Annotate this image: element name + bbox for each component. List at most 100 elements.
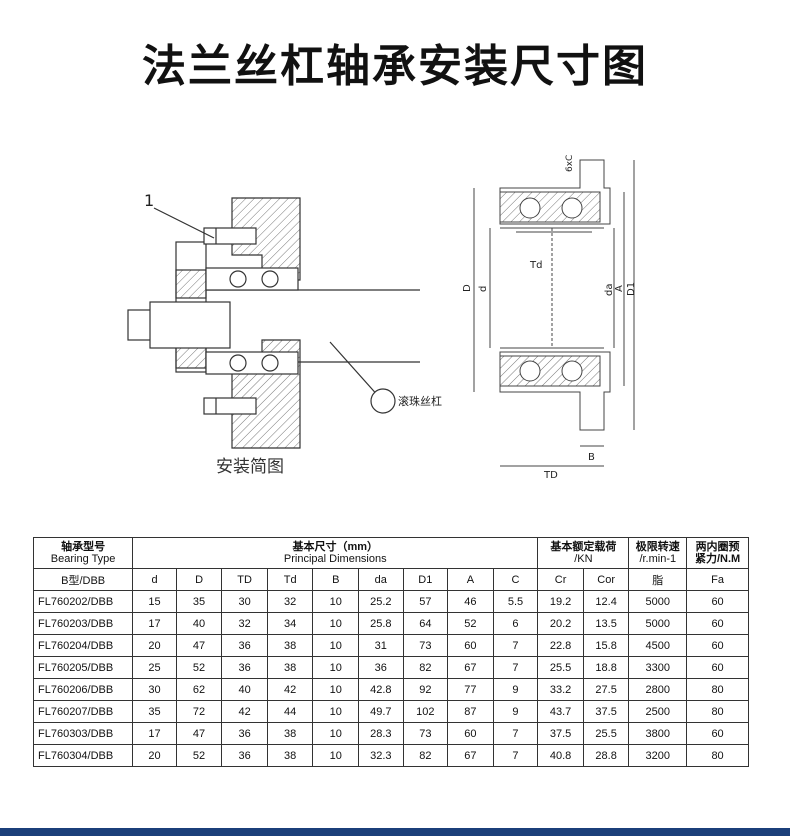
subheader-cell: C xyxy=(492,568,539,591)
dimensions-table: 轴承型号 Bearing Type 基本尺寸（mm） Principal Dim… xyxy=(32,537,749,767)
subheader-cell: 脂 xyxy=(628,568,688,591)
table-cell: 60 xyxy=(686,634,749,657)
table-cell: 10 xyxy=(312,744,360,767)
table-cell: 36 xyxy=(221,634,268,657)
header-preload-cn1: 两内圈预 xyxy=(695,541,740,553)
subheader-cell: B型/DBB xyxy=(32,568,134,591)
header-speed-unit: /r.min-1 xyxy=(639,553,677,565)
subheader-cell: Cr xyxy=(537,568,584,591)
dim-6xc: 6xC xyxy=(565,155,575,172)
table-cell: 46 xyxy=(447,590,494,613)
header-speed-limit: 极限转速 /r.min-1 xyxy=(628,537,688,569)
callout-number: 1 xyxy=(144,191,154,210)
table-cell: 25.2 xyxy=(358,590,404,613)
bearing-model-cell: FL760202/DBB xyxy=(32,590,134,613)
table-cell: 10 xyxy=(312,590,360,613)
subheader-cell: D xyxy=(175,568,223,591)
subheader-cell: d xyxy=(132,568,177,591)
table-cell: 47 xyxy=(175,634,223,657)
table-cell: 38 xyxy=(266,634,314,657)
table-cell: 25 xyxy=(132,656,177,679)
table-cell: 33.2 xyxy=(537,678,584,701)
dim-da: da xyxy=(604,284,615,296)
table-cell: 42.8 xyxy=(358,678,404,701)
table-cell: 67 xyxy=(447,744,494,767)
table-cell: 60 xyxy=(686,590,749,613)
table-cell: 22.8 xyxy=(537,634,584,657)
table-cell: 60 xyxy=(686,612,749,635)
table-cell: 3300 xyxy=(628,656,688,679)
table-cell: 42 xyxy=(266,678,314,701)
table-cell: 4500 xyxy=(628,634,688,657)
table-cell: 28.8 xyxy=(582,744,630,767)
table-cell: 9 xyxy=(492,700,539,723)
subheader-cell: TD xyxy=(221,568,268,591)
table-cell: 20 xyxy=(132,634,177,657)
table-cell: 10 xyxy=(312,656,360,679)
table-cell: 38 xyxy=(266,722,314,745)
subheader-row: B型/DBB d D TD Td B da D1 A C Cr Cor 脂 Fa xyxy=(32,568,749,591)
table-cell: 80 xyxy=(686,678,749,701)
table-cell: 18.8 xyxy=(582,656,630,679)
dim-D1: D1 xyxy=(626,282,637,296)
table-cell: 9 xyxy=(492,678,539,701)
table-cell: 60 xyxy=(686,656,749,679)
table-cell: 73 xyxy=(402,634,449,657)
table-cell: 7 xyxy=(492,744,539,767)
header-load-rating: 基本额定载荷 /KN xyxy=(537,537,630,569)
table-cell: 67 xyxy=(447,656,494,679)
header-preload: 两内圈预 紧力/N.M xyxy=(686,537,749,569)
table-cell: 25.8 xyxy=(358,612,404,635)
table-cell: 73 xyxy=(402,722,449,745)
header-principal-dimensions: 基本尺寸（mm） Principal Dimensions xyxy=(132,537,539,569)
table-cell: 40.8 xyxy=(537,744,584,767)
header-preload-cn2: 紧力/N.M xyxy=(694,553,741,565)
installation-sketch xyxy=(127,197,420,449)
table-cell: 52 xyxy=(175,656,223,679)
table-cell: 60 xyxy=(686,722,749,745)
table-cell: 19.2 xyxy=(537,590,584,613)
table-cell: 10 xyxy=(312,634,360,657)
subheader-cell: Cor xyxy=(582,568,630,591)
table-cell: 2800 xyxy=(628,678,688,701)
table-cell: 35 xyxy=(175,590,223,613)
bearing-model-cell: FL760207/DBB xyxy=(32,700,134,723)
subheader-cell: A xyxy=(447,568,494,591)
table-cell: 77 xyxy=(447,678,494,701)
table-cell: 20 xyxy=(132,744,177,767)
table-cell: 40 xyxy=(221,678,268,701)
subheader-cell: Td xyxy=(266,568,314,591)
table-cell: 38 xyxy=(266,744,314,767)
table-cell: 60 xyxy=(447,634,494,657)
table-cell: 15 xyxy=(132,590,177,613)
header-load-cn: 基本额定载荷 xyxy=(550,541,617,553)
table-cell: 40 xyxy=(175,612,223,635)
table-cell: 32 xyxy=(266,590,314,613)
table-cell: 64 xyxy=(402,612,449,635)
dim-A: A xyxy=(614,285,625,292)
table-cell: 5000 xyxy=(628,612,688,635)
table-cell: 10 xyxy=(312,612,360,635)
subheader-cell: da xyxy=(358,568,404,591)
table-cell: 37.5 xyxy=(582,700,630,723)
table-cell: 3800 xyxy=(628,722,688,745)
dim-td-lower: Td xyxy=(529,260,542,271)
header-dims-cn: 基本尺寸（mm） xyxy=(292,541,379,553)
table-cell: 25.5 xyxy=(537,656,584,679)
table-cell: 72 xyxy=(175,700,223,723)
table-cell: 32 xyxy=(221,612,268,635)
dim-d: d xyxy=(478,286,489,292)
table-cell: 47 xyxy=(175,722,223,745)
table-cell: 10 xyxy=(312,722,360,745)
table-cell: 37.5 xyxy=(537,722,584,745)
table-cell: 52 xyxy=(175,744,223,767)
table-cell: 87 xyxy=(447,700,494,723)
table-cell: 7 xyxy=(492,634,539,657)
table-cell: 10 xyxy=(312,700,360,723)
